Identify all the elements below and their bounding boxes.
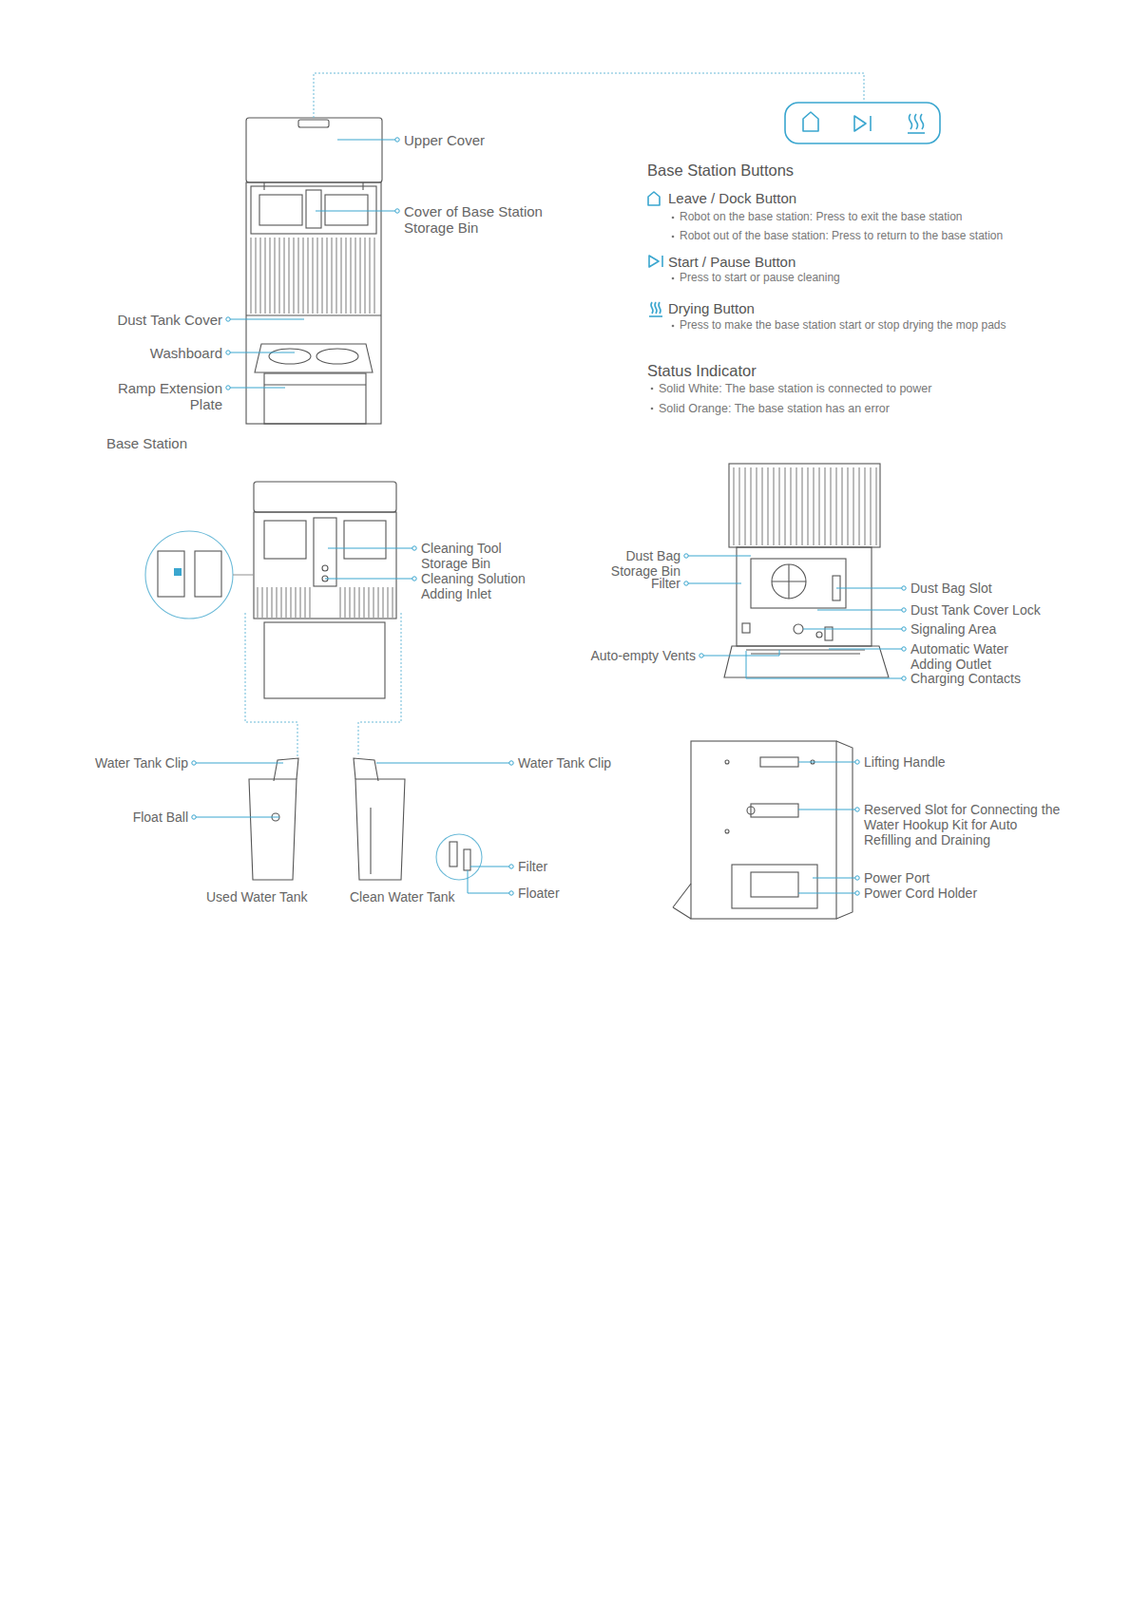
description: Solid White: The base station is connect… [658,382,932,396]
description: Robot out of the base station: Press to … [679,230,1003,244]
description: Press to make the base station start or … [679,319,1007,333]
figure-caption: Base Station [106,435,188,452]
part-label: Upper Cover [403,132,485,149]
part-label: Floater [517,885,560,901]
part-label: Auto-empty Vents [590,648,696,664]
part-label: Dust Tank Cover Lock [910,602,1041,618]
button-name: Leave / Dock Button [668,190,797,207]
part-label: Power Port [863,870,930,886]
part-label: Filter [517,859,548,875]
part-label: Clean Water Tank [349,889,456,905]
part-label: Cleaning Solution Adding Inlet [421,571,543,602]
description: Robot on the base station: Press to exit… [679,210,963,225]
part-label: Cleaning Tool Storage Bin [421,540,521,572]
part-label: Dust Bag Slot [910,580,993,596]
part-label: Filter [651,575,681,592]
button-name: Drying Button [668,300,755,317]
part-label: Washboard [150,345,223,362]
part-label: Float Ball [133,809,189,825]
part-label: Water Tank Clip [517,755,612,771]
part-label: Used Water Tank [206,889,308,905]
button-name: Start / Pause Button [668,253,796,270]
part-label: Charging Contacts [910,670,1021,687]
part-label: Reserved Slot for Connecting the Water H… [863,802,1064,848]
part-label: Power Cord Holder [863,885,978,901]
part-label: Ramp Extension Plate [103,380,223,414]
part-label: Dust Bag Storage Bin [599,548,681,579]
part-label: Signaling Area [910,621,997,637]
part-label: Lifting Handle [863,754,946,770]
section-heading: Status Indicator [647,362,757,381]
part-label: Water Tank Clip [95,755,189,771]
part-label: Cover of Base Station Storage Bin [403,203,564,237]
description: Press to start or pause cleaning [679,271,841,286]
section-heading: Base Station Buttons [647,161,794,180]
part-label: Automatic Water Adding Outlet [910,641,1030,672]
description: Solid Orange: The base station has an er… [658,402,890,416]
part-label: Dust Tank Cover [116,311,223,328]
